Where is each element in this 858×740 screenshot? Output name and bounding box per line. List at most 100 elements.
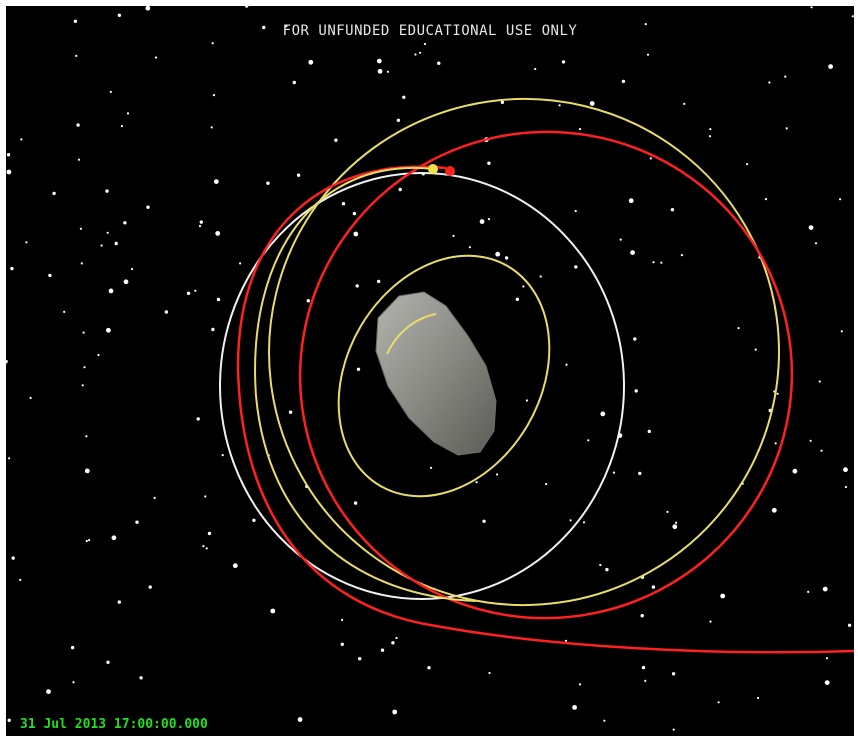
star [839,198,842,201]
star [205,547,208,550]
star [452,234,455,237]
star [675,521,678,524]
star [561,60,566,64]
star [10,266,14,271]
star [123,221,127,225]
3d-view[interactable]: FOR UNFUNDED EDUCATIONAL USE ONLY 31 Jul… [6,6,854,736]
star [641,665,646,670]
star [100,244,103,247]
star [468,246,471,249]
yellow-trajectory-left [254,166,477,602]
star [500,100,505,105]
star [126,112,130,115]
star [672,728,675,731]
star [605,567,609,572]
star [353,501,358,505]
star [306,299,310,303]
star [196,417,200,421]
star [285,25,288,28]
star [539,275,542,278]
star [186,291,191,295]
red-spacecraft-marker[interactable] [445,166,455,176]
star [828,64,833,69]
star [680,254,684,257]
star [198,225,202,228]
star [776,392,779,395]
star [396,118,401,123]
star [651,585,656,589]
star [80,262,83,265]
yellow-orbit-inner [337,254,551,498]
star [754,348,757,351]
star [640,614,644,618]
star [666,510,669,513]
star [106,660,110,664]
yellow-orbit-outer [268,97,780,607]
star [822,586,828,592]
star [646,53,650,56]
star [377,279,381,284]
star [807,590,810,594]
star [145,6,151,11]
star [216,297,221,302]
star [148,585,152,589]
star [252,518,256,522]
star [340,642,344,646]
star [70,645,75,650]
star [76,123,80,127]
star [211,42,214,45]
star [377,68,383,74]
star [81,384,84,387]
star [488,671,491,675]
star [146,205,150,209]
star [194,289,197,292]
star [199,220,203,224]
star [634,389,638,393]
star [7,718,11,722]
star [414,53,417,56]
star [808,225,814,231]
star [810,6,813,9]
star [572,705,577,710]
star [139,676,143,680]
star [737,327,740,330]
star [392,709,398,715]
star [496,473,499,476]
star [123,279,129,285]
star [25,241,28,244]
star [437,61,441,65]
star [73,19,78,23]
star [851,15,854,18]
star [820,449,823,452]
star [784,75,787,78]
star [619,238,622,241]
ground-track [386,313,437,355]
asteroid [375,291,497,456]
star [720,593,726,599]
star [818,380,821,383]
star [82,331,85,334]
star [545,483,548,486]
star [582,521,586,524]
star [117,13,122,17]
star [79,227,82,230]
star [419,51,422,54]
star [297,717,303,722]
star [210,126,213,129]
red-orbit [298,130,794,620]
star [153,496,156,500]
star [8,457,11,460]
star [515,297,519,301]
star [398,187,402,192]
simulation-timestamp: 31 Jul 2013 17:00:00.000 [20,717,208,732]
star [52,191,56,196]
star [109,90,112,93]
yellow-spacecraft-marker[interactable] [428,164,438,174]
star [746,163,749,166]
star [11,556,15,560]
star [612,471,616,474]
star [495,251,501,257]
star [475,481,478,484]
star [558,104,561,107]
star [97,353,100,357]
